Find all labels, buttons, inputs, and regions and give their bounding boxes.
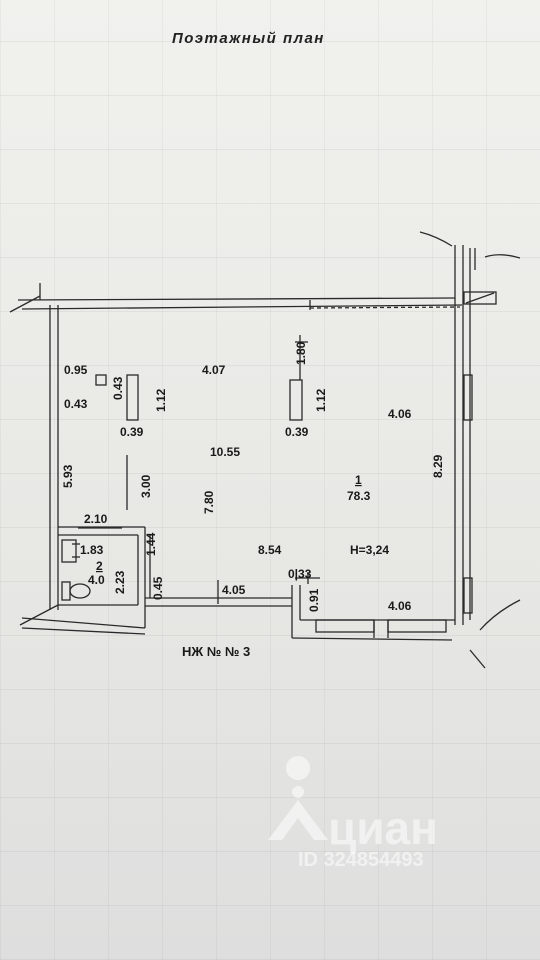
right-window-lower (463, 577, 473, 614)
dim-043-vertical: 0.43 (111, 376, 125, 400)
column-center (289, 379, 303, 421)
room-1-height: H=3,24 (350, 543, 389, 557)
dashed-wall (309, 306, 461, 309)
outer-arc-2 (484, 254, 521, 259)
dim-091: 0.91 (307, 588, 321, 612)
toilet-tank-icon (61, 581, 71, 601)
room-2-area: 4.0 (88, 573, 105, 587)
bottom-window-1 (315, 619, 375, 633)
dim-039-center: 0.39 (285, 425, 309, 439)
dim-1055: 10.55 (210, 445, 240, 459)
cian-id-text: ID 324854493 (298, 849, 424, 871)
plan-title: Поэтажный план (172, 30, 325, 47)
dim-112-left: 1.12 (154, 388, 168, 412)
sink-icon (61, 539, 77, 563)
dim-033: 0|33 (288, 567, 312, 581)
outer-arc-3 (479, 599, 521, 631)
dim-406-bottom: 4.06 (388, 599, 412, 613)
cian-watermark: циан ID 324854493 (268, 756, 438, 871)
dim-045: 0.45 (151, 576, 165, 600)
room-1-area: 78.3 (347, 489, 371, 503)
dim-180: 1.80 (294, 341, 308, 365)
dim-829: 8.29 (431, 454, 445, 478)
dim-183: 1.83 (80, 543, 104, 557)
dim-223: 2.23 (113, 570, 127, 594)
cian-brand-text: циан (328, 802, 438, 854)
toilet-icon (69, 583, 91, 599)
dim-095: 0.95 (64, 363, 88, 377)
top-wall-outer (17, 297, 456, 301)
dim-112-center: 1.12 (314, 388, 328, 412)
apartment-label: НЖ № № 3 (182, 644, 250, 659)
dim-043-horizontal: 0.43 (64, 397, 88, 411)
dim-406-top: 4.06 (388, 407, 412, 421)
room-1-number: 1 (355, 473, 362, 487)
cian-logo-icon (268, 756, 328, 840)
dim-300: 3.00 (139, 474, 153, 498)
dim-039-left: 0.39 (120, 425, 144, 439)
dim-593: 5.93 (61, 464, 75, 488)
dim-780: 7.80 (202, 490, 216, 514)
dim-210: 2.10 (84, 512, 108, 526)
column-left (126, 374, 139, 421)
dim-405: 4.05 (222, 583, 246, 597)
dim-407: 4.07 (202, 363, 226, 377)
room-2-number: 2 (96, 559, 103, 573)
dim-854: 8.54 (258, 543, 282, 557)
riser-box (463, 291, 497, 305)
right-window (463, 374, 473, 421)
column-left-small (95, 374, 107, 386)
top-wall-inner (21, 304, 463, 310)
bottom-window-2 (387, 619, 447, 633)
dim-144: 1.44 (144, 532, 158, 556)
outer-arc-1 (419, 231, 453, 247)
